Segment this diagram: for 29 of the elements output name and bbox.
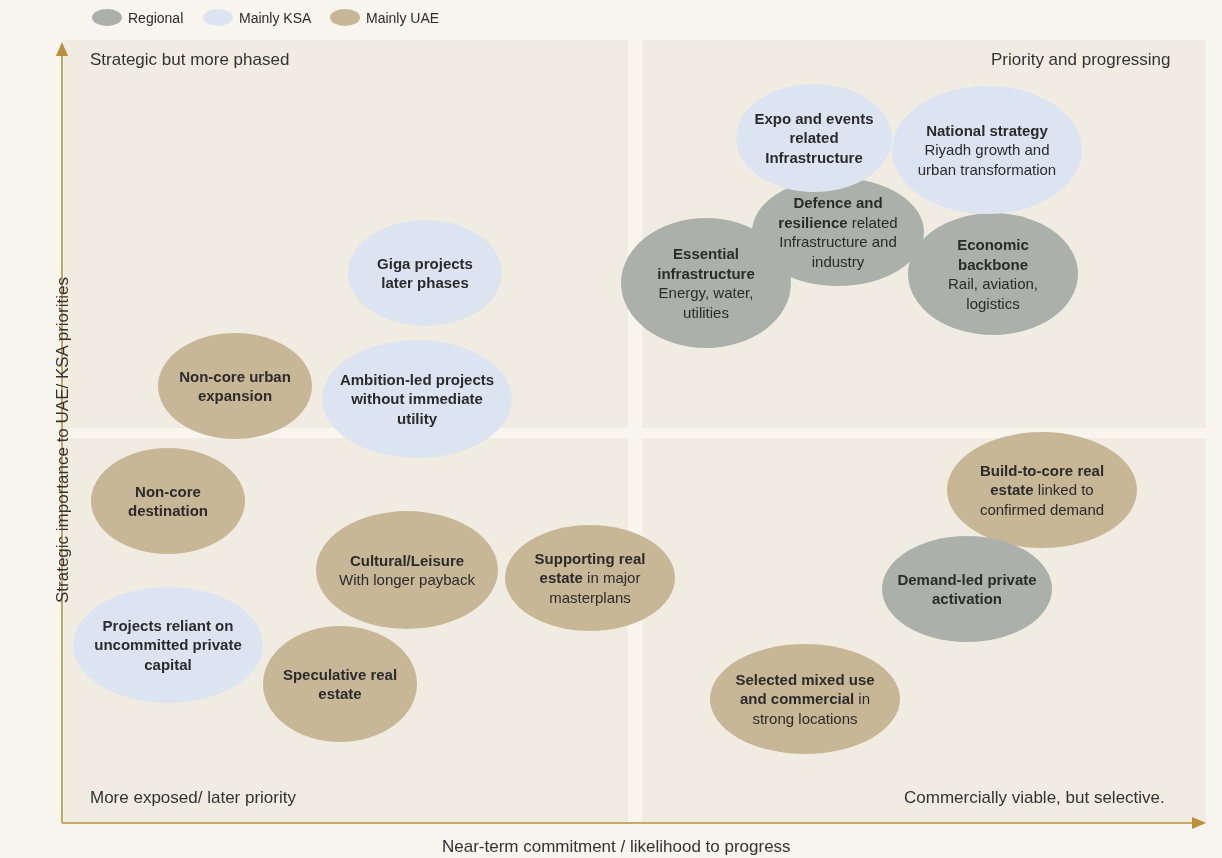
bubble-title: Non-core urban expansion: [178, 366, 292, 406]
axis-title: Near-term commitment / likelihood to progress: [442, 837, 791, 857]
quadrant-label: Strategic but more phased: [90, 50, 290, 70]
bubble-title: Essential infrastructure: [656, 244, 756, 283]
bubble-title: Cultural/Leisure: [349, 550, 465, 570]
quadrant-label: Commercially viable, but selective.: [904, 788, 1165, 808]
bubble-text: With longer payback: [339, 570, 475, 590]
bubble-title: Ambition-led projects without immediate utility: [339, 369, 495, 429]
bubble-title: Supporting real estate in major masterplans: [533, 548, 647, 608]
bubble-title: Economic backbone: [956, 235, 1030, 274]
bubble-title: Speculative real estate: [281, 664, 399, 704]
bubble-title: Projects reliant on uncommitted private capital: [93, 615, 243, 675]
bubble-text: Riyadh growth and urban transformation: [916, 140, 1058, 180]
bubble-title: National strategy: [926, 120, 1048, 141]
legend-label: Mainly UAE: [366, 9, 440, 26]
bubble-title: Expo and events related Infrastructure: [753, 108, 875, 168]
bubble-text: Rail, aviation, logistics: [946, 274, 1039, 313]
bubble-title: Selected mixed use and commercial in strong locations: [734, 669, 876, 729]
axis-title: Strategic importance to UAE/ KSA priorities: [53, 276, 73, 605]
bubble-title: Defence and resilience related Infrastructure and industry: [777, 193, 899, 271]
bubble-title: Demand-led private activation: [897, 569, 1037, 609]
bubble-title: Non-core destination: [127, 481, 209, 521]
legend-label: Mainly KSA: [239, 9, 312, 26]
bubble-title: Build-to-core real estate linked to confirmed demand: [978, 460, 1106, 520]
bubble-text: Energy, water, utilities: [657, 283, 755, 322]
quadrant-label: More exposed/ later priority: [90, 788, 296, 808]
legend-label: Regional: [128, 9, 184, 26]
quadrant-label: Priority and progressing: [991, 50, 1171, 70]
bubble-title: Giga projects later phases: [376, 253, 474, 293]
